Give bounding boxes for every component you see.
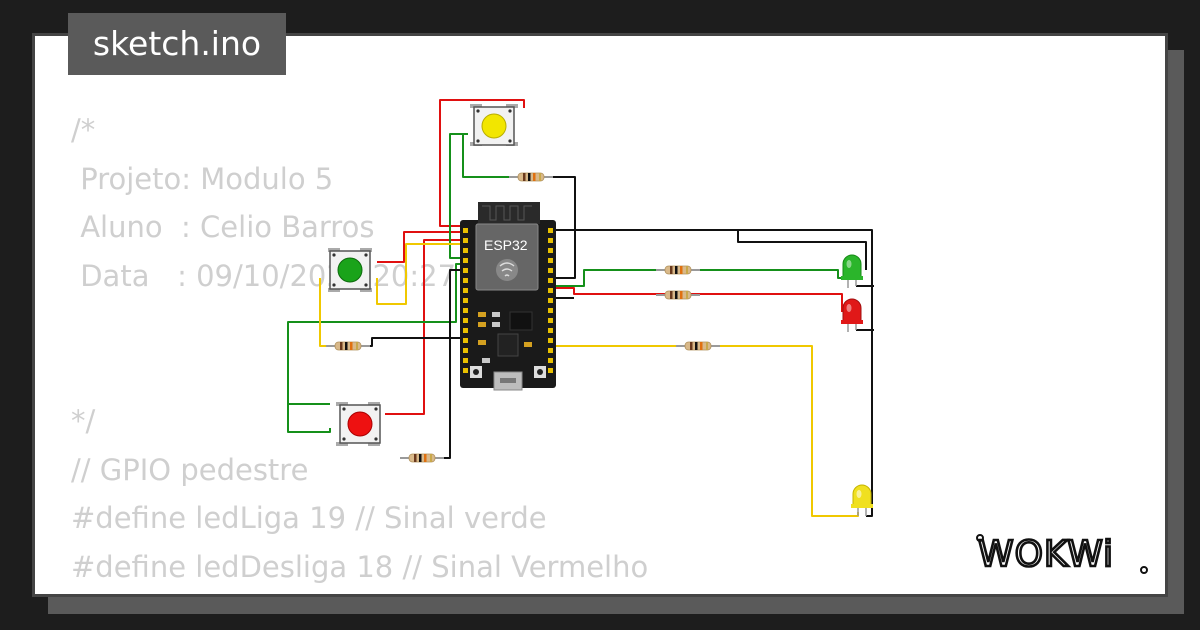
wire-black — [440, 269, 468, 459]
wire-green — [287, 263, 468, 405]
code-line: Aluno : Celio Barros — [71, 210, 375, 244]
wire-black — [737, 230, 867, 270]
wokwi-logo: WOKWi — [976, 533, 1148, 576]
resistor — [325, 341, 371, 351]
board-label: ESP32 — [484, 237, 528, 253]
code-preview: /* Projeto: Modulo 5 Aluno : Celio Barro… — [71, 106, 648, 591]
wire-green — [449, 133, 468, 259]
code-line: */ — [71, 404, 96, 438]
resistor — [399, 453, 445, 463]
yellow-led[interactable] — [851, 484, 873, 516]
green-pushbutton[interactable] — [328, 248, 372, 292]
wire-red — [385, 239, 468, 415]
file-name: sketch.ino — [92, 23, 262, 63]
file-name-tab[interactable]: sketch.ino — [68, 13, 286, 75]
code-line: #define ledDesliga 18 // Sinal Vermelho — [71, 549, 649, 584]
resistor — [655, 290, 701, 300]
wire-red — [554, 287, 843, 312]
code-line: Projeto: Modulo 5 — [71, 161, 334, 196]
esp32-board[interactable]: ESP32 — [460, 202, 556, 391]
wire-green — [554, 269, 846, 287]
project-card: /* Projeto: Modulo 5 Aluno : Celio Barro… — [32, 33, 1168, 597]
wire-black — [550, 176, 576, 279]
red-led[interactable] — [841, 298, 863, 332]
wire-black — [554, 229, 873, 517]
green-led[interactable] — [841, 254, 863, 288]
wire-yellow — [716, 345, 859, 517]
resistor — [508, 172, 554, 182]
resistor — [675, 341, 721, 351]
code-line: // GPIO pedestre — [71, 452, 309, 487]
wire-yellow — [376, 243, 468, 305]
wire-red — [377, 231, 468, 263]
wire-green — [287, 322, 331, 433]
code-line: /* — [71, 113, 96, 147]
code-line: #define ledLiga 19 // Sinal verde — [71, 501, 547, 535]
wokwi-logo-text: WOKWi — [978, 534, 1114, 575]
yellow-pushbutton[interactable] — [470, 104, 518, 146]
resistor — [655, 265, 701, 275]
wire-black — [370, 337, 462, 347]
red-pushbutton[interactable] — [336, 402, 381, 446]
wire-green — [462, 134, 512, 178]
